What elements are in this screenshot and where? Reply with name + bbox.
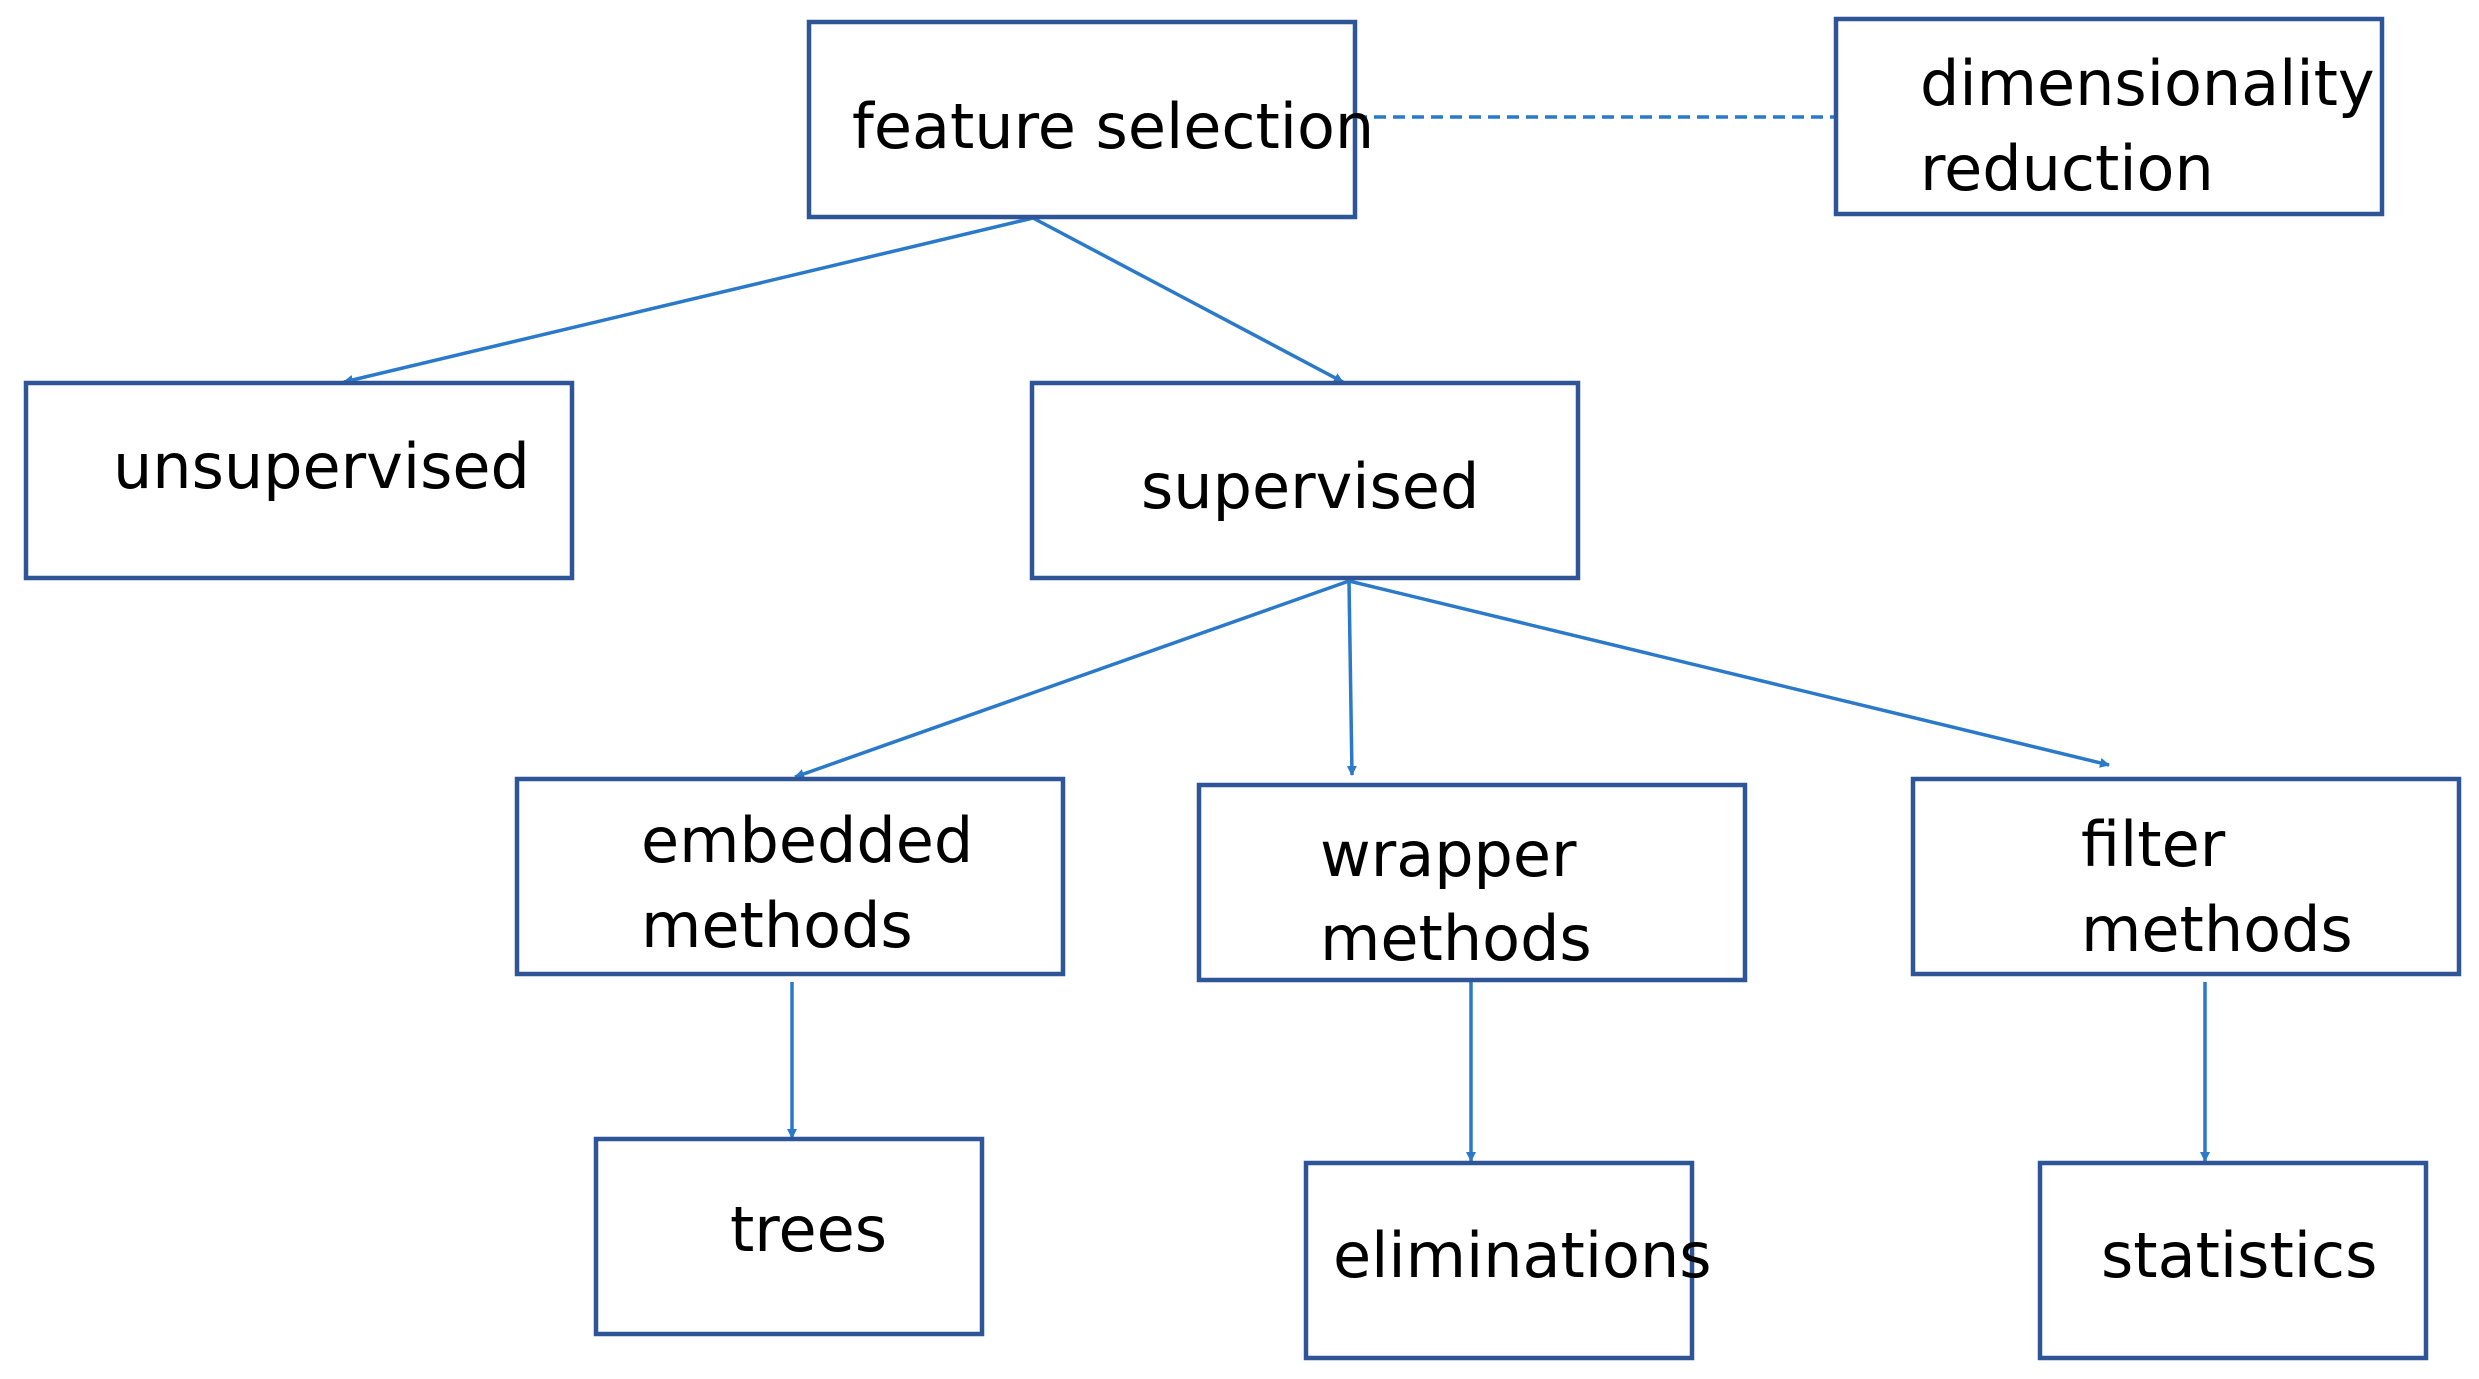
edge-feature-selection-to-supervised <box>1032 216 1344 384</box>
node-statistics: statistics <box>2037 1160 2429 1361</box>
node-feature-selection: feature selection <box>806 19 1374 220</box>
edge-supervised-to-filter-methods <box>1348 579 2110 768</box>
node-trees: trees <box>593 1136 985 1337</box>
node-wrapper-methods-label: wrapper methods <box>1320 818 1596 975</box>
connectors <box>343 115 2210 1162</box>
node-statistics-label: statistics <box>2101 1219 2377 1292</box>
node-supervised-label: supervised <box>1141 450 1479 523</box>
node-eliminations: eliminations <box>1303 1160 1712 1361</box>
edge-feature-selection-to-unsupervised <box>343 216 1034 385</box>
node-unsupervised-label: unsupervised <box>113 430 530 503</box>
node-supervised: supervised <box>1029 380 1581 581</box>
node-trees-label: trees <box>730 1193 887 1266</box>
node-embedded-methods: embedded methods <box>514 776 1066 977</box>
node-dimensionality-reduction-label: dimensionality reduction <box>1920 47 2394 205</box>
node-filter-methods: filter methods <box>1910 776 2462 977</box>
edge-supervised-to-embedded-methods <box>794 579 1350 779</box>
edge-supervised-to-wrapper-methods <box>1346 580 1357 776</box>
node-dimensionality-reduction: dimensionality reduction <box>1833 16 2394 217</box>
node-feature-selection-label: feature selection <box>852 90 1374 163</box>
node-wrapper-methods: wrapper methods <box>1196 782 1748 983</box>
node-filter-methods-label: filter methods <box>2081 808 2353 966</box>
node-unsupervised: unsupervised <box>23 380 575 581</box>
node-eliminations-label: eliminations <box>1333 1219 1712 1292</box>
node-embedded-methods-label: embedded methods <box>641 804 993 962</box>
nodes: feature selection dimensionality reducti… <box>23 16 2462 1361</box>
